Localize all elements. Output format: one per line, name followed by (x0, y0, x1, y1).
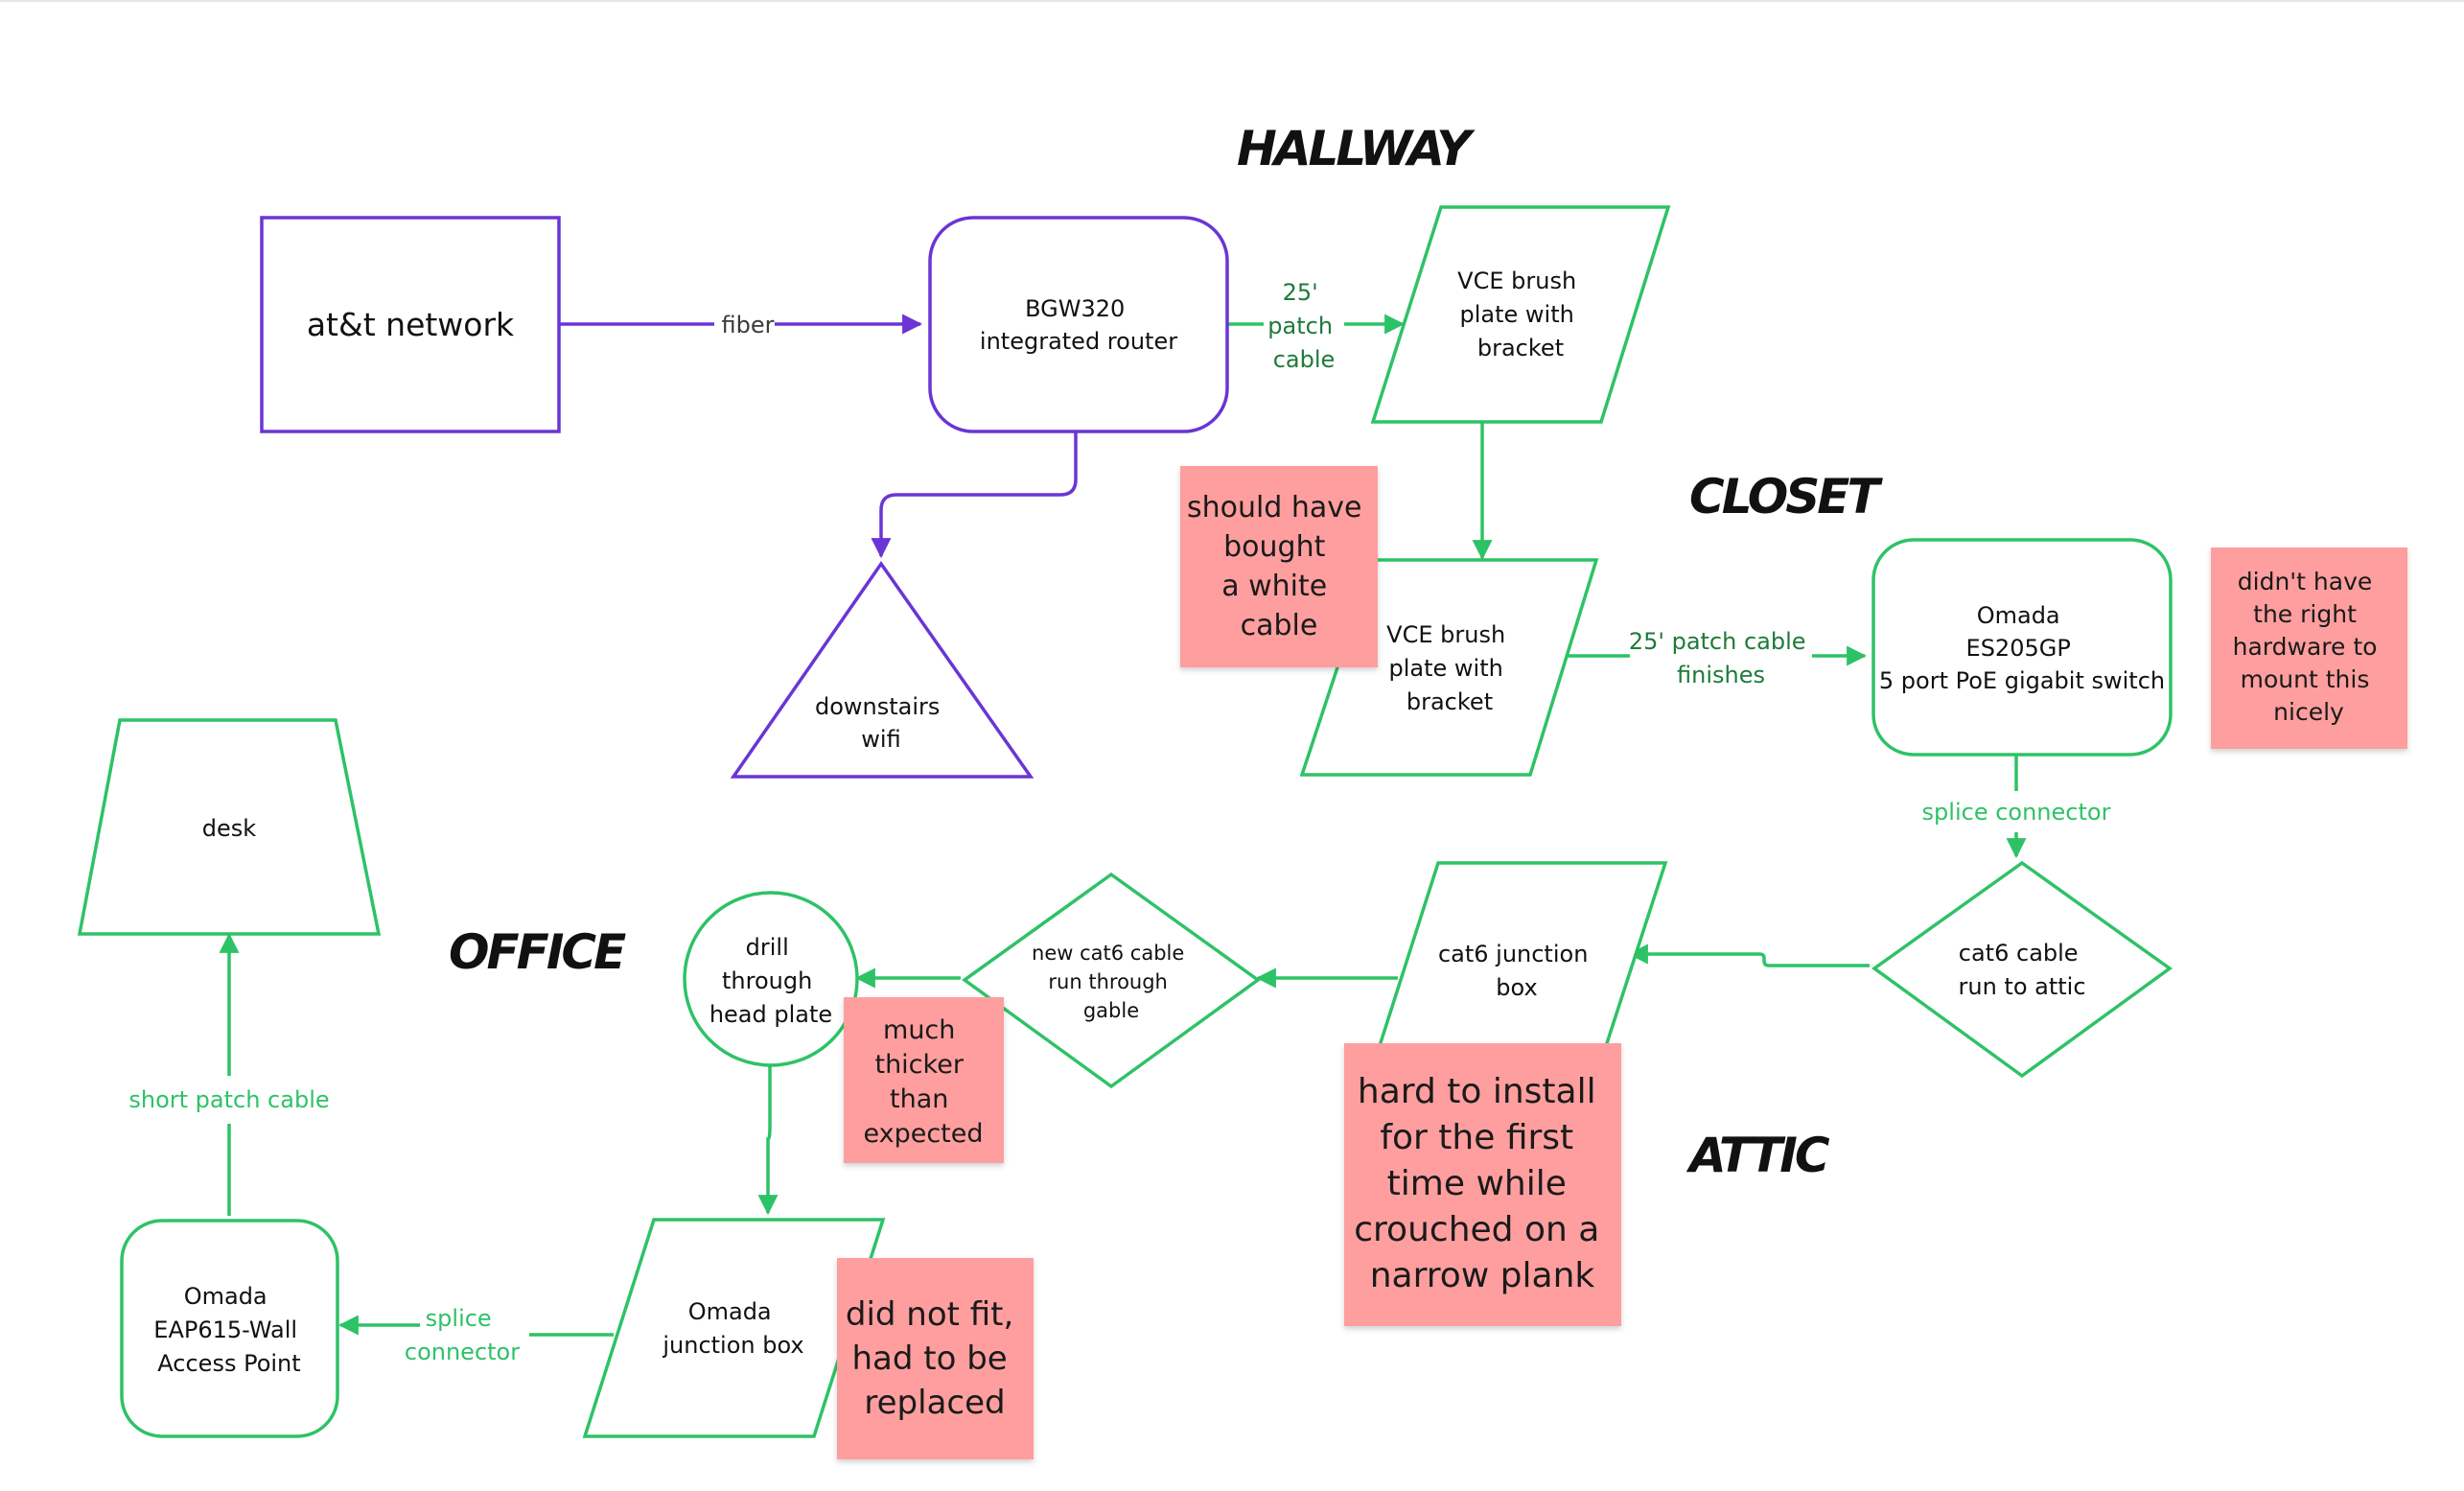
node-omada-junction-box[interactable]: Omada junction box (582, 1218, 886, 1438)
svg-text:downstairs wifi: downstairs wifi (815, 693, 947, 753)
node-desk[interactable]: desk (77, 718, 382, 936)
svg-text:cat6 cable run to atti: cat6 cable run to attic (1958, 940, 2085, 1000)
svg-text:Omada ES205GP: Omada ES205GP 5 port PoE gigabit switch (1879, 602, 2165, 694)
svg-text:didn't have the right: didn't have the right hardware to mount … (2233, 568, 2385, 726)
edge-cat6-to-junction (1627, 944, 1870, 967)
node-omada-es205gp-switch[interactable]: Omada ES205GP 5 port PoE gigabit switch (1871, 538, 2173, 757)
edge-label-25-patch-finishes: 25' patch cable finishes (1629, 628, 1813, 688)
edge-omada-junction-to-eap (340, 1325, 614, 1335)
edge-label-splice-connector-switch: splice connector (1922, 799, 2111, 826)
region-headings: HALLWAY CLOSET OFFICE ATTIC (449, 121, 1886, 1183)
region-heading-attic: ATTIC (1685, 1128, 1830, 1183)
edge-label-25-patch: 25' patch cable (1267, 279, 1339, 373)
region-heading-hallway: HALLWAY (1237, 121, 1476, 176)
node-cat6-run-to-attic[interactable]: cat6 cable run to attic (1871, 860, 2173, 1079)
sticky-notes: should have bought a white cable didn't … (837, 466, 2407, 1459)
edge-label-fiber: fiber (722, 312, 775, 338)
svg-text:BGW320 integrated rout: BGW320 integrated router (980, 295, 1177, 355)
svg-text:new cat6 cable run thr: new cat6 cable run through gable (1032, 942, 1191, 1022)
node-drill-head-plate[interactable]: drill through head plate (683, 891, 859, 1067)
sticky-note-hardware-mount[interactable]: didn't have the right hardware to mount … (2211, 547, 2407, 749)
sticky-note-white-cable[interactable]: should have bought a white cable (1180, 466, 1378, 667)
node-att-network[interactable]: at&t network (260, 216, 561, 433)
svg-text:much thicker t: much thicker than expected (863, 1015, 983, 1149)
node-omada-eap615-wall[interactable]: Omada EAP615-Wall Access Point (120, 1219, 339, 1438)
edges (229, 324, 2016, 1335)
nodes: at&t network BGW320 integrated router do… (77, 205, 2173, 1438)
canvas-top-border (0, 0, 2464, 2)
svg-text:at&t network: at&t network (307, 306, 515, 343)
svg-text:VCE brush plate with: VCE brush plate with bracket (1386, 621, 1513, 715)
edge-labels: fiber 25' patch cable 25' patch cable fi… (128, 279, 2110, 1365)
node-cat6-junction-box[interactable]: cat6 junction box (1366, 861, 1668, 1081)
edge-label-short-patch-cable: short patch cable (128, 1086, 329, 1113)
node-bgw320-router[interactable]: BGW320 integrated router (928, 216, 1229, 433)
svg-text:did not fit, had to be: did not fit, had to be replaced (846, 1295, 1024, 1422)
svg-text:desk: desk (202, 815, 257, 842)
svg-text:Omada EAP615-Wall: Omada EAP615-Wall Access Point (153, 1283, 304, 1377)
node-vce-brush-plate-hallway[interactable]: VCE brush plate with bracket (1370, 205, 1671, 424)
svg-text:hard to install for th: hard to install for the first time while… (1354, 1072, 1611, 1295)
region-heading-office: OFFICE (449, 924, 626, 980)
node-downstairs-wifi[interactable]: downstairs wifi (730, 560, 1034, 779)
sticky-note-much-thicker[interactable]: much thicker than expected (844, 997, 1004, 1163)
node-new-cat6-gable[interactable]: new cat6 cable run through gable (962, 872, 1261, 1089)
svg-text:VCE brush plate with: VCE brush plate with bracket (1457, 268, 1584, 361)
edge-drill-to-omada-junction (757, 1066, 779, 1216)
svg-text:drill through: drill through head plate (709, 934, 832, 1028)
edge-label-splice-connector-office: splice connector (405, 1305, 520, 1365)
svg-text:cat6 junction box: cat6 junction box (1438, 941, 1595, 1001)
edge-router-to-wifi (871, 431, 1078, 559)
svg-text:Omada junction box: Omada junction box (662, 1298, 803, 1359)
sticky-note-did-not-fit[interactable]: did not fit, had to be replaced (837, 1258, 1034, 1459)
svg-text:should have bought: should have bought a white cable (1187, 491, 1371, 642)
sticky-note-hard-to-install[interactable]: hard to install for the first time while… (1344, 1043, 1621, 1326)
region-heading-closet: CLOSET (1689, 469, 1883, 524)
